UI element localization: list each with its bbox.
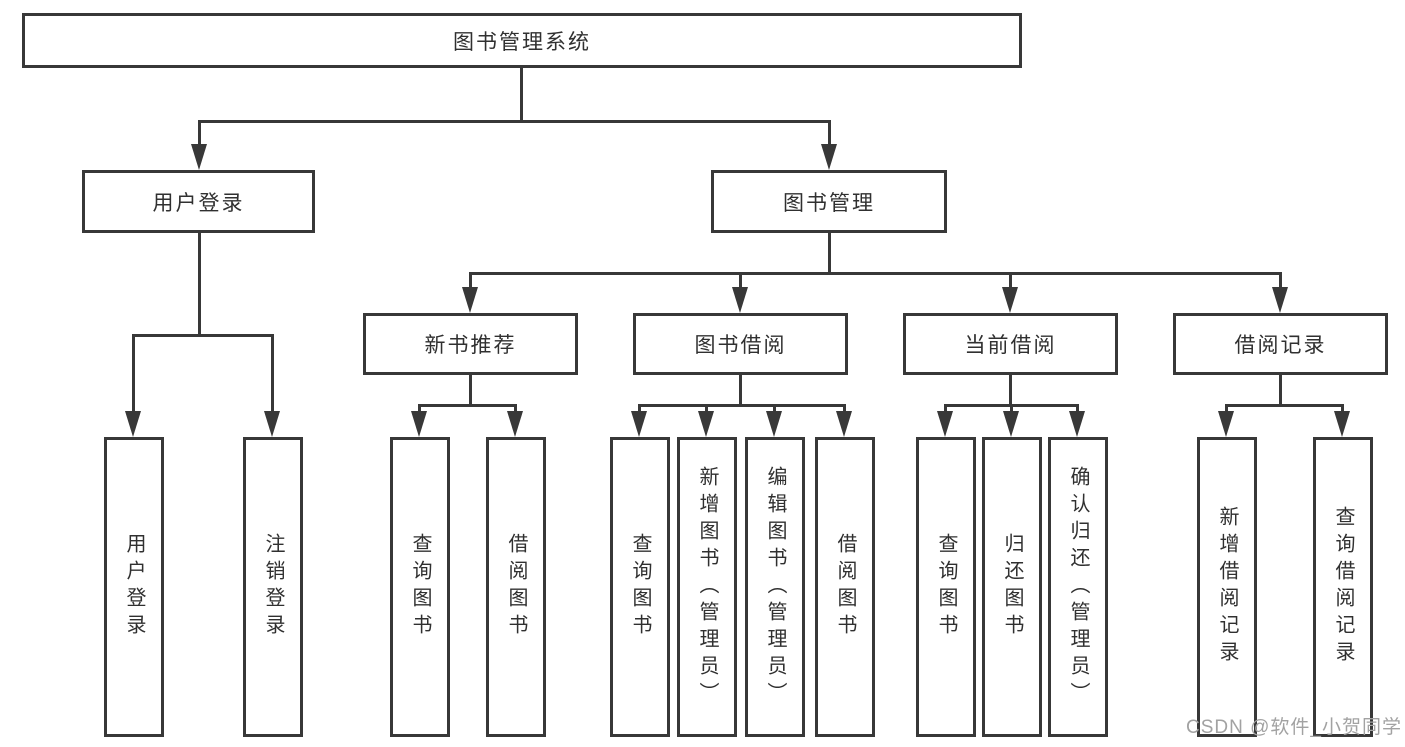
node-new-book-recommendation: 新书推荐 [363, 313, 578, 375]
edge-drop-borrowing-records [1279, 274, 1282, 290]
edge-records-drop-1 [1225, 406, 1228, 414]
edge-root-drop-left [198, 121, 201, 147]
edge-user-login-drop-left [132, 336, 135, 414]
edge-root-rail [198, 120, 831, 123]
arrow-to-leaf-confirm-return-admin [1069, 411, 1085, 437]
node-book-management: 图书管理 [711, 170, 947, 233]
edge-root-stem [520, 68, 523, 122]
node-user-login-branch-label: 用户登录 [152, 191, 245, 215]
csdn-watermark: CSDN @软件_小贺同学 [1186, 717, 1402, 738]
leaf-add-borrow-record: 新增借阅记录 [1197, 437, 1257, 737]
arrow-to-book-borrowing [732, 287, 748, 313]
node-user-login-branch: 用户登录 [82, 170, 315, 233]
edge-recommend-rail [418, 404, 517, 407]
leaf-query-books-recommend-label: 查询图书 [409, 533, 431, 641]
node-root-system: 图书管理系统 [22, 13, 1022, 68]
edge-records-drop-2 [1341, 406, 1344, 414]
leaf-borrow-books-borrowing: 借阅图书 [815, 437, 875, 737]
edge-records-rail [1225, 404, 1344, 407]
edge-current-drop-3 [1076, 406, 1079, 414]
leaf-query-borrow-record: 查询借阅记录 [1313, 437, 1373, 737]
edge-book-mgmt-rail [469, 272, 1282, 275]
arrow-to-leaf-logout [264, 411, 280, 437]
leaf-user-login: 用户登录 [104, 437, 164, 737]
arrow-to-new-book-recommendation [462, 287, 478, 313]
arrow-to-leaf-borrow-books-borrowing [836, 411, 852, 437]
node-book-borrowing-label: 图书借阅 [694, 334, 787, 357]
edge-borrowing-rail [638, 404, 846, 407]
leaf-query-borrow-record-label: 查询借阅记录 [1332, 506, 1354, 668]
node-current-borrowing-label: 当前借阅 [964, 334, 1057, 357]
edge-user-login-stem [198, 233, 201, 337]
arrow-to-leaf-return-books [1003, 411, 1019, 437]
edge-records-stem [1279, 375, 1282, 407]
leaf-edit-books-admin: 编辑图书（管理员） [745, 437, 805, 737]
arrow-to-leaf-user-login [125, 411, 141, 437]
edge-recommend-drop-2 [514, 406, 517, 414]
edge-user-login-drop-right [271, 336, 274, 414]
arrow-to-leaf-query-books-current [937, 411, 953, 437]
edge-current-rail [944, 404, 1079, 407]
arrow-to-leaf-query-borrow-record [1334, 411, 1350, 437]
leaf-add-borrow-record-label: 新增借阅记录 [1216, 506, 1238, 668]
edge-borrowing-drop-3 [773, 406, 776, 414]
leaf-return-books-label: 归还图书 [1001, 533, 1023, 641]
edge-current-drop-2 [1010, 406, 1013, 414]
arrow-to-leaf-add-borrow-record [1218, 411, 1234, 437]
edge-drop-current-borrowing [1009, 274, 1012, 290]
leaf-logout: 注销登录 [243, 437, 303, 737]
leaf-borrow-books-borrowing-label: 借阅图书 [834, 533, 856, 641]
edge-drop-book-borrowing [739, 274, 742, 290]
edge-recommend-stem [469, 375, 472, 407]
arrow-to-leaf-query-books-borrowing [631, 411, 647, 437]
leaf-query-books-current: 查询图书 [916, 437, 976, 737]
node-new-book-recommendation-label: 新书推荐 [424, 334, 517, 357]
node-borrowing-records: 借阅记录 [1173, 313, 1388, 375]
node-root-label: 图书管理系统 [453, 30, 591, 54]
arrow-to-book-management [821, 144, 837, 170]
leaf-add-books-admin-label: 新增图书（管理员） [696, 465, 718, 709]
leaf-logout-label: 注销登录 [262, 533, 284, 641]
edge-recommend-drop-1 [418, 406, 421, 414]
leaf-query-books-borrowing: 查询图书 [610, 437, 670, 737]
leaf-confirm-return-admin: 确认归还（管理员） [1048, 437, 1108, 737]
node-current-borrowing: 当前借阅 [903, 313, 1118, 375]
leaf-query-books-recommend: 查询图书 [390, 437, 450, 737]
edge-borrowing-drop-1 [638, 406, 641, 414]
arrow-to-leaf-borrow-books-recommend [507, 411, 523, 437]
arrow-to-leaf-edit-books-admin [766, 411, 782, 437]
arrow-to-borrowing-records [1272, 287, 1288, 313]
edge-borrowing-drop-2 [705, 406, 708, 414]
leaf-edit-books-admin-label: 编辑图书（管理员） [764, 465, 786, 709]
edge-current-stem [1009, 375, 1012, 407]
node-book-borrowing: 图书借阅 [633, 313, 848, 375]
edge-user-login-rail [132, 334, 274, 337]
arrow-to-leaf-query-books-recommend [411, 411, 427, 437]
edge-borrowing-stem [739, 375, 742, 407]
edge-current-drop-1 [944, 406, 947, 414]
edge-root-drop-right [828, 121, 831, 147]
arrow-to-user-login-branch [191, 144, 207, 170]
leaf-query-books-current-label: 查询图书 [935, 533, 957, 641]
leaf-query-books-borrowing-label: 查询图书 [629, 533, 651, 641]
arrow-to-leaf-add-books-admin [698, 411, 714, 437]
node-book-management-label: 图书管理 [783, 191, 875, 215]
leaf-borrow-books-recommend-label: 借阅图书 [505, 533, 527, 641]
edge-book-mgmt-stem [828, 233, 831, 274]
leaf-return-books: 归还图书 [982, 437, 1042, 737]
node-borrowing-records-label: 借阅记录 [1234, 334, 1327, 357]
arrow-to-current-borrowing [1002, 287, 1018, 313]
leaf-confirm-return-admin-label: 确认归还（管理员） [1067, 465, 1089, 709]
leaf-borrow-books-recommend: 借阅图书 [486, 437, 546, 737]
edge-borrowing-drop-4 [843, 406, 846, 414]
edge-drop-new-book [469, 274, 472, 290]
leaf-add-books-admin: 新增图书（管理员） [677, 437, 737, 737]
leaf-user-login-label: 用户登录 [123, 533, 145, 641]
